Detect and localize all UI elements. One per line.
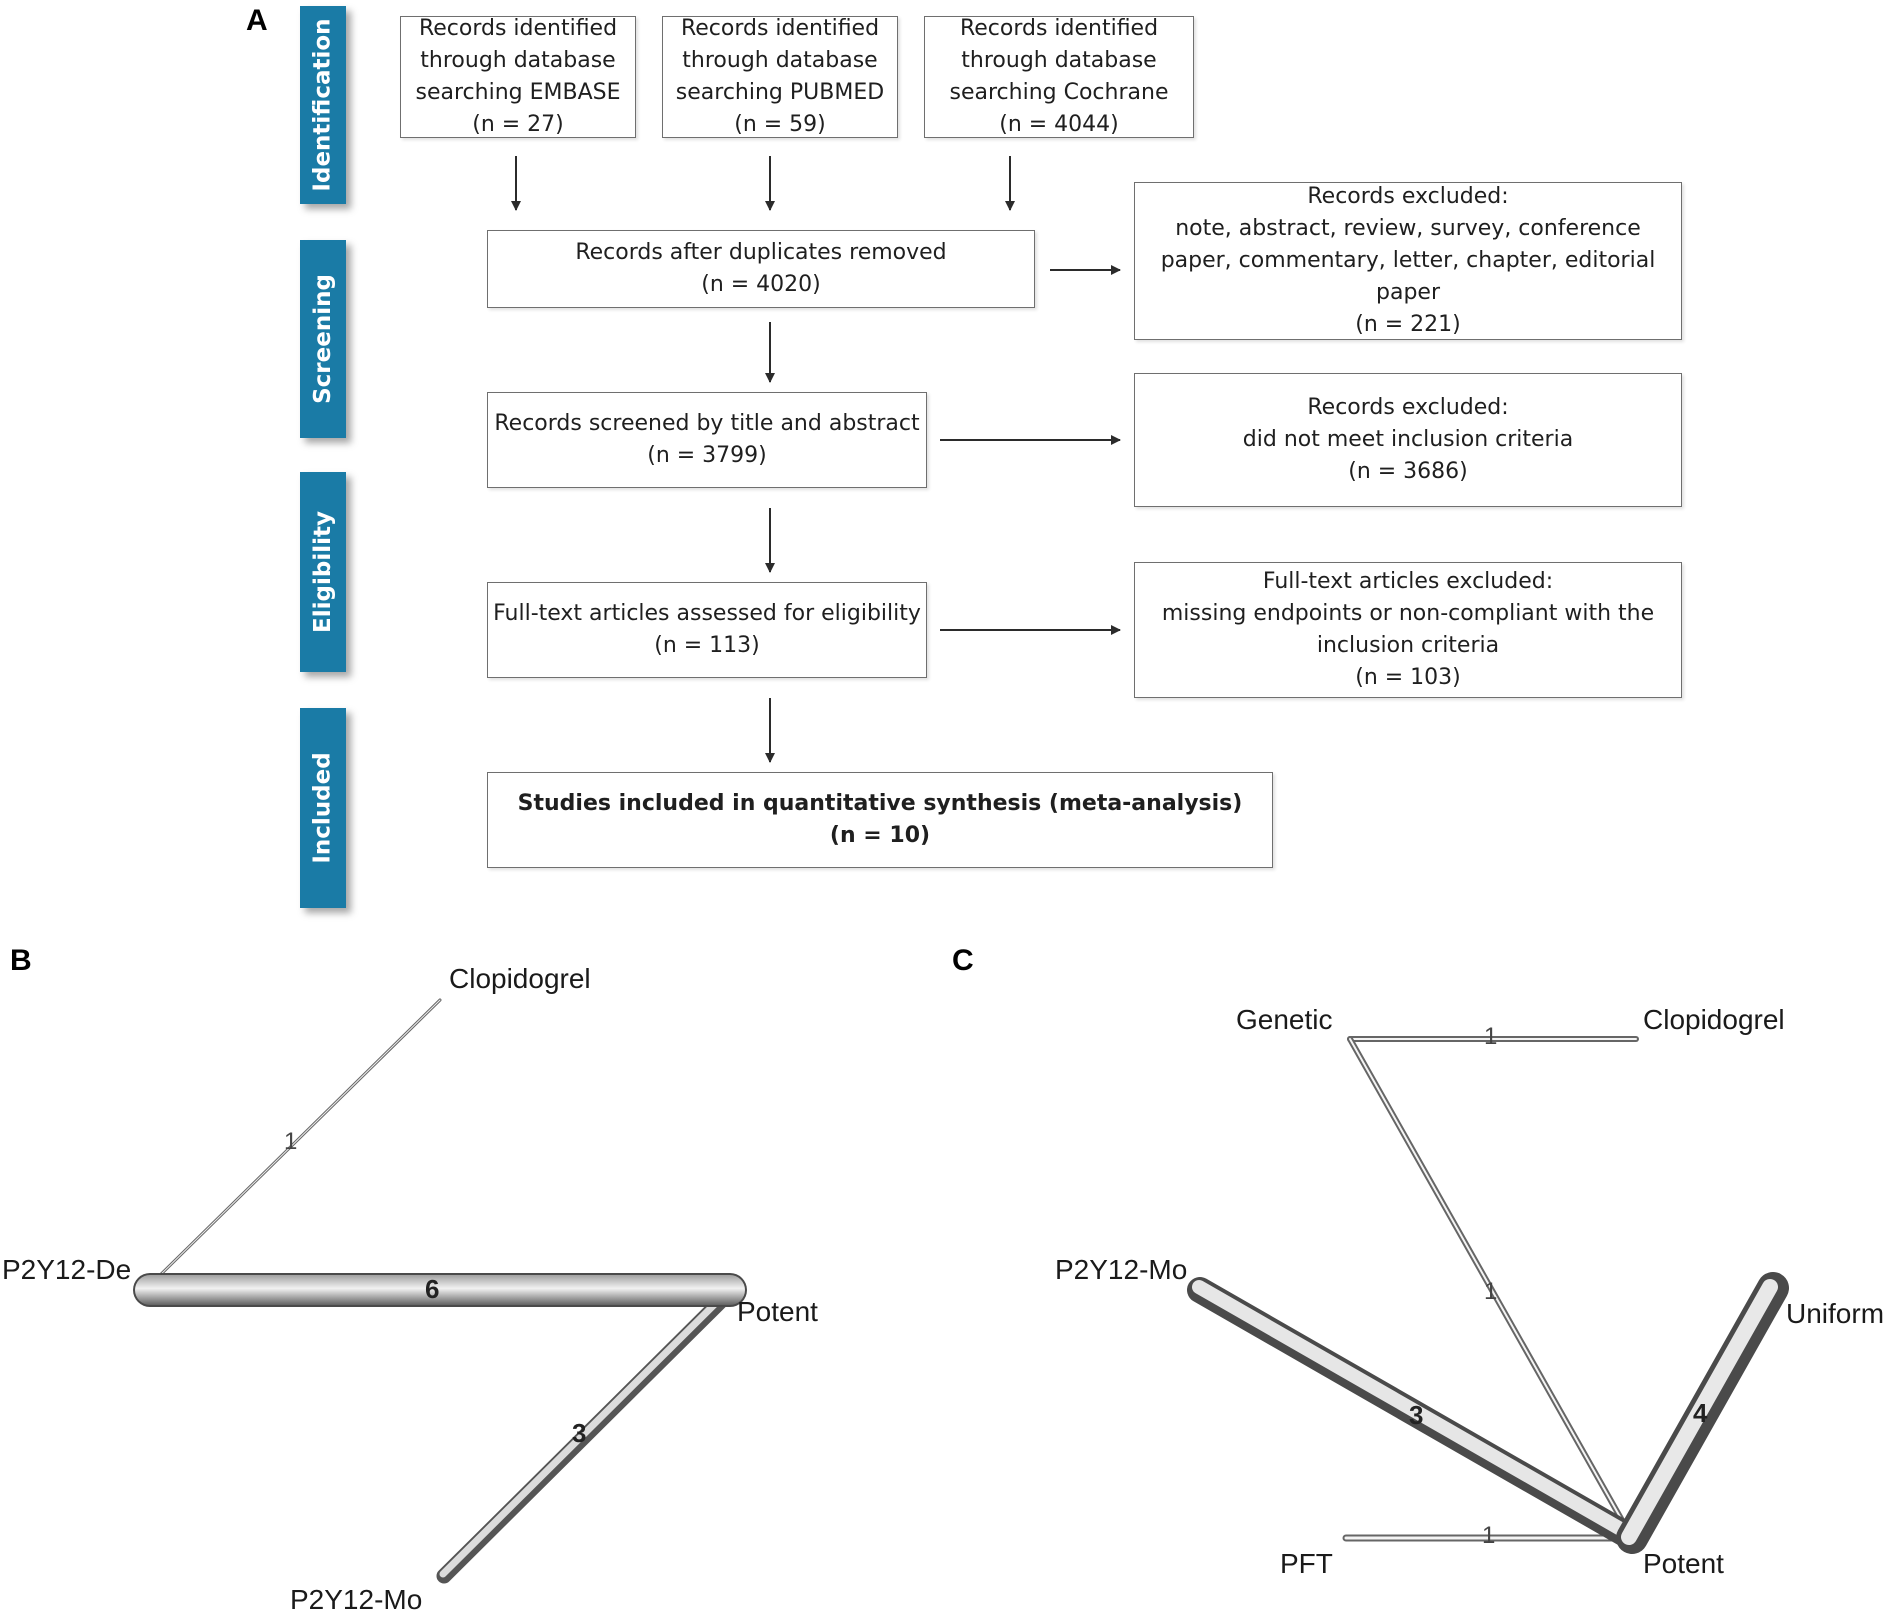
network-c-node-clopidogrel: Clopidogrel bbox=[1643, 1004, 1785, 1035]
box-excluded-types-line: paper bbox=[1376, 280, 1440, 305]
box-pubmed-line: searching PUBMED bbox=[675, 80, 885, 105]
box-pubmed: Records identified through database sear… bbox=[662, 16, 898, 138]
network-b-edge-count: 6 bbox=[425, 1274, 440, 1304]
box-cochrane-line: searching Cochrane bbox=[949, 80, 1169, 105]
network-c-edge-genetic-potent bbox=[1349, 1038, 1633, 1539]
network-b-node-p2y12-de: P2Y12-De bbox=[2, 1254, 132, 1285]
network-c-edge-count: 1 bbox=[1482, 1522, 1496, 1549]
box-excluded-types-line: (n = 221) bbox=[1355, 312, 1461, 337]
network-b-node-p2y12-mo: P2Y12-Mo bbox=[290, 1584, 423, 1615]
box-included-line: Studies included in quantitative synthes… bbox=[517, 791, 1243, 816]
stage-screening: Screening bbox=[300, 240, 346, 438]
network-c-node-pft: PFT bbox=[1280, 1548, 1333, 1579]
box-excluded-criteria: Records excluded: did not meet inclusion… bbox=[1134, 373, 1682, 507]
network-c-edge-count: 4 bbox=[1693, 1398, 1708, 1428]
box-excluded-criteria-line: (n = 3686) bbox=[1348, 459, 1468, 484]
box-cochrane-line: Records identified bbox=[959, 16, 1159, 41]
network-c-edge-count: 3 bbox=[1409, 1400, 1424, 1430]
box-fulltext: Full-text articles assessed for eligibil… bbox=[487, 582, 927, 678]
box-pubmed-line: through database bbox=[682, 48, 878, 73]
network-c-edge-count: 1 bbox=[1484, 1023, 1498, 1050]
box-excluded-criteria-line: did not meet inclusion criteria bbox=[1242, 427, 1574, 452]
box-embase-line: (n = 27) bbox=[472, 112, 564, 137]
network-b-edge-count: 1 bbox=[284, 1128, 298, 1155]
network-b-node-clopidogrel: Clopidogrel bbox=[449, 963, 591, 994]
box-included: Studies included in quantitative synthes… bbox=[487, 772, 1273, 868]
box-duplicates-line: (n = 4020) bbox=[701, 272, 821, 297]
panel-label-c: C bbox=[952, 944, 974, 977]
panel-label-b: B bbox=[10, 944, 32, 977]
box-screened-line: Records screened by title and abstract bbox=[494, 411, 920, 436]
network-c-node-potent: Potent bbox=[1643, 1548, 1724, 1579]
box-pubmed-line: (n = 59) bbox=[734, 112, 826, 137]
box-excluded-fulltext-line: missing endpoints or non-compliant with … bbox=[1161, 601, 1655, 626]
box-duplicates-line: Records after duplicates removed bbox=[575, 240, 947, 265]
panel-label-a: A bbox=[246, 4, 268, 37]
box-screened: Records screened by title and abstract (… bbox=[487, 392, 927, 488]
network-c-edge-count: 1 bbox=[1484, 1278, 1498, 1305]
box-embase: Records identified through database sear… bbox=[400, 16, 636, 138]
box-excluded-types-line: note, abstract, review, survey, conferen… bbox=[1175, 216, 1641, 241]
box-cochrane-line: (n = 4044) bbox=[999, 112, 1119, 137]
network-c-edge-p2y12-mo-potent bbox=[1192, 1280, 1638, 1542]
stage-included: Included bbox=[300, 708, 346, 908]
stage-eligibility: Eligibility bbox=[300, 472, 346, 672]
box-embase-line: Records identified bbox=[418, 16, 618, 41]
box-cochrane: Records identified through database sear… bbox=[924, 16, 1194, 138]
box-excluded-fulltext-line: Full-text articles excluded: bbox=[1262, 569, 1554, 594]
box-fulltext-line: (n = 113) bbox=[654, 633, 760, 658]
box-embase-line: searching EMBASE bbox=[415, 80, 621, 105]
box-pubmed-line: Records identified bbox=[680, 16, 880, 41]
network-c-node-uniform: Uniform bbox=[1786, 1298, 1885, 1329]
box-excluded-fulltext-line: inclusion criteria bbox=[1316, 633, 1500, 658]
box-fulltext-line: Full-text articles assessed for eligibil… bbox=[493, 601, 921, 626]
box-excluded-fulltext: Full-text articles excluded: missing end… bbox=[1134, 562, 1682, 698]
box-excluded-types-line: paper, commentary, letter, chapter, edit… bbox=[1160, 248, 1656, 273]
network-c-node-genetic: Genetic bbox=[1236, 1004, 1333, 1035]
box-excluded-types-line: Records excluded: bbox=[1307, 184, 1509, 209]
network-c-node-p2y12-mo: P2Y12-Mo bbox=[1055, 1254, 1188, 1285]
network-b-node-potent: Potent bbox=[737, 1296, 818, 1327]
box-excluded-fulltext-line: (n = 103) bbox=[1355, 665, 1461, 690]
network-b-edge-count: 3 bbox=[572, 1418, 587, 1448]
stage-identification: Identification bbox=[300, 6, 346, 204]
box-included-line: (n = 10) bbox=[829, 823, 931, 848]
box-screened-line: (n = 3799) bbox=[647, 443, 767, 468]
box-excluded-criteria-line: Records excluded: bbox=[1307, 395, 1509, 420]
box-excluded-types: Records excluded: note, abstract, review… bbox=[1134, 182, 1682, 340]
box-embase-line: through database bbox=[420, 48, 616, 73]
network-c-edge-uniform-potent bbox=[1621, 1279, 1778, 1545]
box-duplicates-removed: Records after duplicates removed (n = 40… bbox=[487, 230, 1035, 308]
network-b-edge-potent-p2y12-mo bbox=[439, 1288, 731, 1578]
box-cochrane-line: through database bbox=[961, 48, 1157, 73]
network-b-edge-clopidogrel-p2y12-de bbox=[149, 999, 441, 1286]
